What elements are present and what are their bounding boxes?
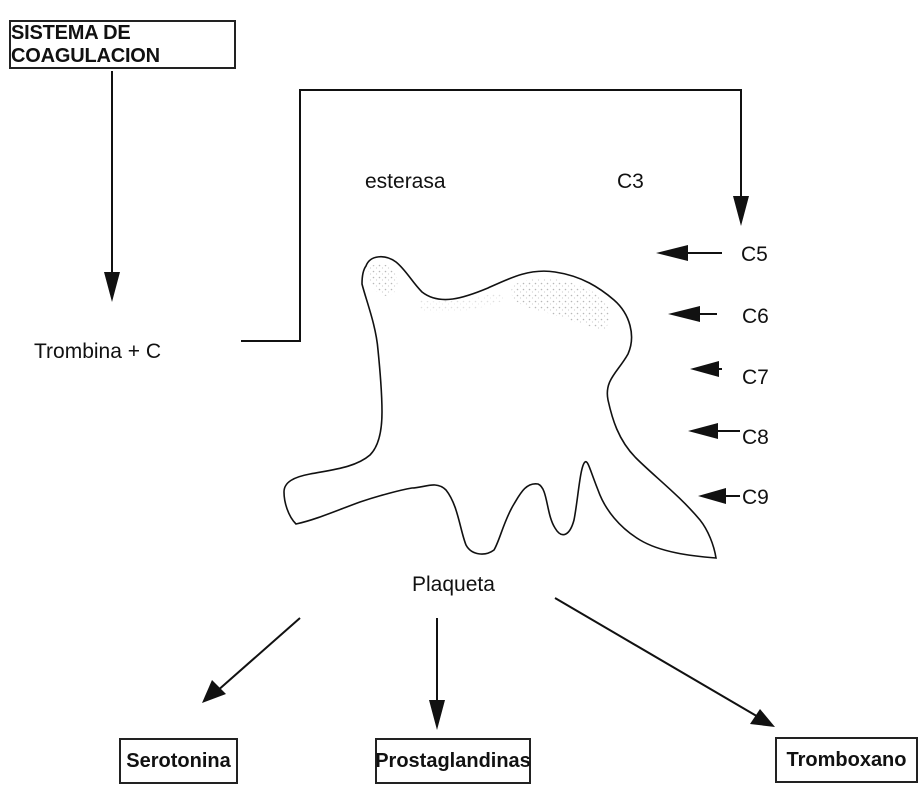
serotonina-label: Serotonina: [126, 750, 230, 773]
platelet-shape: [284, 257, 716, 558]
serotonina-box: Serotonina: [119, 738, 238, 784]
c8-label: C8: [742, 427, 769, 448]
arrow-c6: [668, 306, 717, 322]
trombina-label: Trombina + C: [34, 341, 161, 362]
tromboxano-label: Tromboxano: [786, 749, 906, 772]
arrow-to-prostaglandinas: [429, 618, 445, 730]
c3-label: C3: [617, 171, 644, 192]
c6-label: C6: [742, 306, 769, 327]
arrow-c5: [656, 245, 722, 261]
arrow-c7: [690, 361, 722, 377]
title-box: SISTEMA DE COAGULACION: [9, 20, 236, 69]
esterasa-label: esterasa: [365, 171, 446, 192]
prostaglandinas-label: Prostaglandinas: [375, 750, 531, 773]
title-text: SISTEMA DE COAGULACION: [11, 22, 234, 68]
tromboxano-box: Tromboxano: [775, 737, 918, 783]
c5-label: C5: [741, 244, 768, 265]
arrow-to-tromboxano: [555, 598, 775, 727]
platelet-label: Plaqueta: [412, 574, 495, 595]
arrow-title-to-trombina: [104, 71, 120, 302]
c9-label: C9: [742, 487, 769, 508]
arrow-to-serotonina: [202, 618, 300, 703]
arrow-c8: [688, 423, 740, 439]
arrow-c9: [698, 488, 740, 504]
c7-label: C7: [742, 367, 769, 388]
prostaglandinas-box: Prostaglandinas: [375, 738, 531, 784]
